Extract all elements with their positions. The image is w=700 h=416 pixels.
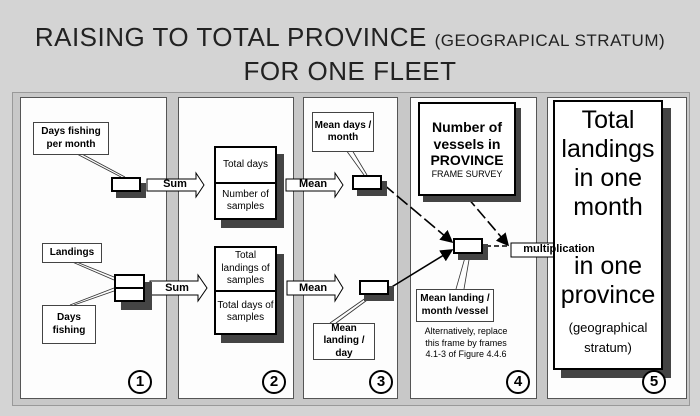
vessels-in-province-box: Number of vessels in PROVINCE FRAME SURV… bbox=[418, 102, 516, 196]
step-number-2: 2 bbox=[262, 370, 286, 394]
days-fishing-callout: Days fishing bbox=[42, 305, 96, 344]
mean-label-bottom: Mean bbox=[298, 282, 328, 294]
sum-arrow-top bbox=[146, 171, 205, 199]
geographical-stratum-text: (geographical stratum) bbox=[568, 320, 648, 355]
step-number-4: 4 bbox=[506, 370, 530, 394]
total-landings-result-box: Total landings in one month in one provi… bbox=[553, 100, 663, 370]
alternative-note: Alternatively, replace this frame by fra… bbox=[424, 326, 508, 360]
frame-survey-label: FRAME SURVEY bbox=[431, 169, 503, 180]
step-number-5: 5 bbox=[642, 370, 666, 394]
data-box bbox=[352, 175, 382, 190]
mean-landing-month-vessel-callout: Mean landing / month /vessel bbox=[416, 289, 494, 322]
mean-arrow-top bbox=[285, 171, 344, 199]
data-box-double bbox=[114, 274, 145, 302]
total-landings-text: Total landings in one month bbox=[561, 106, 655, 221]
step-number-1: 1 bbox=[128, 370, 152, 394]
diagram-title-line1: RAISING TO TOTAL PROVINCE (GEOGRAPICAL S… bbox=[34, 22, 666, 52]
vessels-label: Number of vessels in bbox=[432, 118, 502, 152]
sum-label-top: Sum bbox=[163, 178, 187, 190]
step-number-3: 3 bbox=[369, 370, 393, 394]
diagram-title-line2: FOR ONE FLEET bbox=[243, 56, 457, 86]
data-box bbox=[111, 177, 141, 192]
mean-arrow-bottom bbox=[286, 273, 344, 303]
in-one-province-text: in one province bbox=[560, 252, 656, 309]
mean-label-top: Mean bbox=[298, 178, 328, 190]
data-box bbox=[453, 238, 483, 254]
landings-callout: Landings bbox=[42, 243, 102, 263]
sum-label-bottom: Sum bbox=[165, 282, 189, 294]
sum-arrow-bottom bbox=[149, 273, 208, 303]
province-label: PROVINCE bbox=[430, 152, 504, 169]
multiplication-label: multiplication bbox=[523, 243, 595, 255]
mean-landing-day-callout: Mean landing / day bbox=[313, 323, 375, 360]
data-box bbox=[359, 280, 389, 295]
mean-days-month-callout: Mean days / month bbox=[312, 112, 374, 152]
days-fishing-per-month-callout: Days fishing per month bbox=[33, 122, 109, 155]
